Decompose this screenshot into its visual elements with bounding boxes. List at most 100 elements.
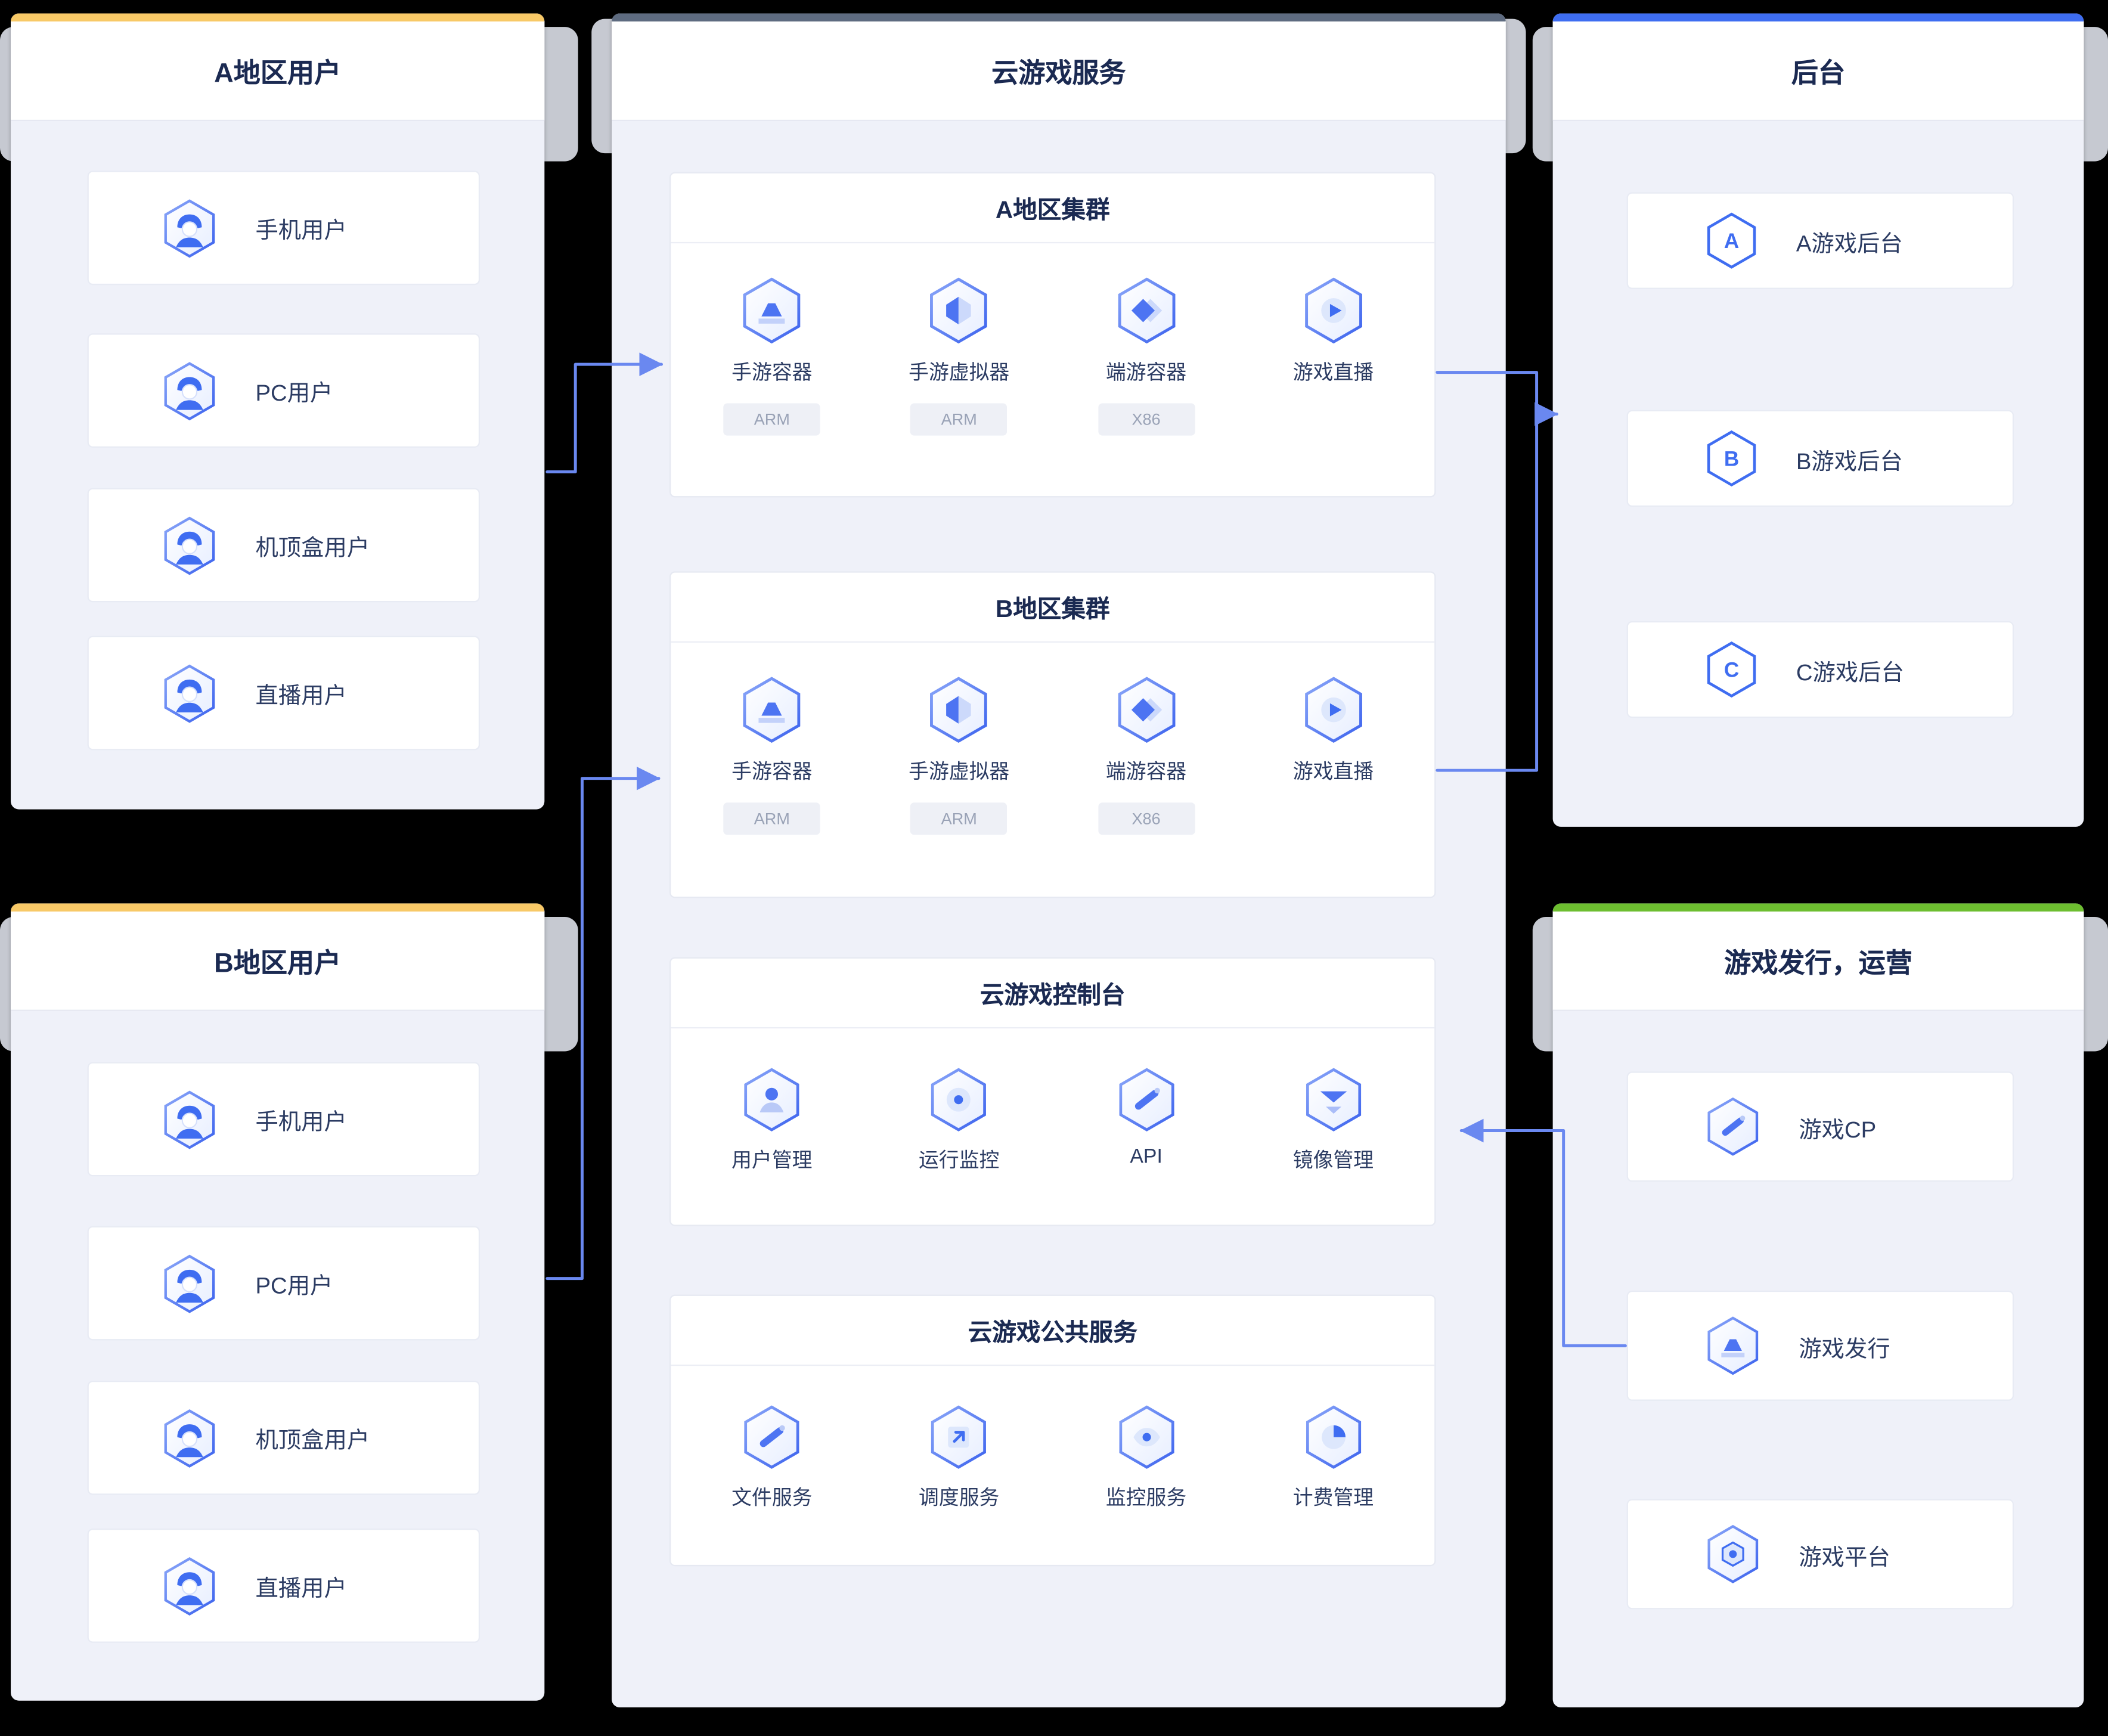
publishing-card-label: 游戏CP [1799, 1116, 1877, 1142]
public-service-item-label: 计费管理 [1292, 1487, 1374, 1510]
user-card-settop: 机顶盒用户 [87, 488, 480, 603]
game-live-icon [1298, 675, 1368, 745]
console-items: 用户管理 运行监控 API 镜像管理 [671, 1028, 1434, 1174]
console-item-label: API [1130, 1145, 1162, 1168]
user-card-label: 直播用户 [255, 1575, 347, 1601]
file-service-icon [738, 1403, 805, 1471]
run-monitor-icon [925, 1066, 993, 1133]
avatar-icon [159, 1089, 221, 1151]
user-card-label: 直播用户 [255, 683, 347, 709]
cluster-item: 手游虚拟器 ARM [873, 675, 1045, 835]
game-release-icon [1702, 1315, 1764, 1377]
console-item: API [1060, 1066, 1232, 1173]
arch-tag: ARM [910, 403, 1008, 436]
game-live-icon [1298, 275, 1368, 345]
backend-card-b: B B游戏后台 [1626, 410, 2014, 507]
user-management-icon [738, 1066, 805, 1133]
arch-tag: X86 [1098, 403, 1195, 436]
panel-backend-title: 后台 [1552, 13, 2084, 121]
backend-card-label: A游戏后台 [1796, 230, 1903, 256]
arch-tag: ARM [723, 802, 821, 835]
console-item-label: 用户管理 [731, 1149, 813, 1173]
letter-a-hex-icon: A [1702, 211, 1761, 270]
letter-c-hex-icon: C [1702, 640, 1761, 699]
publishing-card-cp: 游戏CP [1626, 1071, 2014, 1182]
user-card-label: PC用户 [255, 380, 333, 407]
cluster-item: 手游虚拟器 ARM [873, 275, 1045, 436]
avatar-icon [159, 1407, 221, 1469]
cluster-item: 端游容器 X86 [1060, 275, 1232, 436]
public-service-item: 调度服务 [873, 1403, 1045, 1511]
publishing-card-release: 游戏发行 [1626, 1290, 2014, 1401]
mobile-game-container-icon [737, 675, 807, 745]
user-card-live: 直播用户 [87, 636, 480, 751]
backend-card-label: B游戏后台 [1796, 448, 1903, 474]
cluster-item-label: 游戏直播 [1292, 361, 1374, 385]
panel-region-b-users: B地区用户 手机用户 PC用户 机顶盒用户 直播用户 [11, 903, 545, 1701]
publishing-card-platform: 游戏平台 [1626, 1499, 2014, 1610]
backend-card-c: C C游戏后台 [1626, 621, 2014, 718]
public-service-item: 监控服务 [1060, 1403, 1232, 1511]
public-service-item: 计费管理 [1247, 1403, 1419, 1511]
image-management-icon [1300, 1066, 1367, 1133]
cluster-b-items: 手游容器 ARM 手游虚拟器 ARM 端游容器 X86 游戏直播 [671, 643, 1434, 835]
panel-publishing: 游戏发行，运营 游戏CP 游戏发行 游戏平台 [1552, 903, 2084, 1707]
section-cluster-b: B地区集群 手游容器 ARM 手游虚拟器 ARM 端游容器 X86 [669, 571, 1436, 898]
panel-backend: 后台 A A游戏后台 B B游戏后台 C C游戏后台 [1552, 13, 2084, 827]
section-public-services-title: 云游戏公共服务 [671, 1296, 1435, 1366]
avatar-icon [159, 514, 221, 576]
avatar-icon [159, 197, 221, 259]
user-card-settop: 机顶盒用户 [87, 1380, 480, 1495]
cluster-item: 游戏直播 [1247, 275, 1419, 435]
public-service-item-label: 监控服务 [1105, 1487, 1187, 1510]
cluster-item-label: 手游虚拟器 [909, 361, 1010, 385]
user-card-mobile: 手机用户 [87, 1062, 480, 1177]
arch-tag: ARM [910, 802, 1008, 835]
pc-game-container-icon [1111, 275, 1181, 345]
section-console: 云游戏控制台 用户管理 运行监控 API 镜像管理 [669, 957, 1436, 1226]
panel-region-a-title: A地区用户 [11, 13, 545, 121]
backend-card-label: C游戏后台 [1796, 659, 1904, 685]
cluster-item: 端游容器 X86 [1060, 675, 1232, 835]
public-service-item-label: 调度服务 [919, 1487, 1000, 1510]
user-card-mobile: 手机用户 [87, 170, 480, 286]
pc-game-container-icon [1111, 675, 1181, 745]
cluster-item-label: 手游容器 [731, 761, 813, 784]
arch-tag: X86 [1098, 802, 1195, 835]
cluster-item: 手游容器 ARM [686, 675, 858, 835]
section-console-title: 云游戏控制台 [671, 959, 1435, 1029]
panel-cloud-service: 云游戏服务 A地区集群 手游容器 ARM 手游虚拟器 ARM 端游容器 X8 [612, 13, 1506, 1707]
svg-text:B: B [1724, 447, 1739, 470]
panel-cloud-service-title: 云游戏服务 [612, 13, 1506, 121]
cluster-item-label: 游戏直播 [1292, 761, 1374, 784]
cluster-item: 游戏直播 [1247, 675, 1419, 835]
section-cluster-a: A地区集群 手游容器 ARM 手游虚拟器 ARM 端游容器 X86 [669, 172, 1436, 498]
publishing-card-label: 游戏平台 [1799, 1543, 1890, 1570]
console-item-label: 运行监控 [919, 1149, 1000, 1173]
publishing-card-label: 游戏发行 [1799, 1335, 1890, 1362]
panel-publishing-title: 游戏发行，运营 [1552, 903, 2084, 1011]
panel-region-b-title: B地区用户 [11, 903, 545, 1011]
billing-management-icon [1300, 1403, 1367, 1471]
console-item: 镜像管理 [1247, 1066, 1419, 1173]
avatar-icon [159, 1555, 221, 1617]
svg-text:A: A [1724, 230, 1739, 253]
user-card-label: PC用户 [255, 1273, 333, 1299]
user-card-live: 直播用户 [87, 1529, 480, 1643]
section-cluster-b-title: B地区集群 [671, 573, 1435, 643]
cluster-a-items: 手游容器 ARM 手游虚拟器 ARM 端游容器 X86 游戏直播 [671, 243, 1434, 436]
user-card-pc: PC用户 [87, 1226, 480, 1341]
user-card-label: 机顶盒用户 [255, 1427, 370, 1453]
game-cp-icon [1702, 1096, 1764, 1158]
scheduling-service-icon [925, 1403, 993, 1471]
console-item-label: 镜像管理 [1292, 1149, 1374, 1173]
public-service-item: 文件服务 [686, 1403, 858, 1511]
backend-card-a: A A游戏后台 [1626, 192, 2014, 289]
mobile-game-container-icon [737, 275, 807, 345]
user-card-label: 手机用户 [255, 1109, 347, 1135]
public-service-items: 文件服务 调度服务 监控服务 计费管理 [671, 1366, 1434, 1511]
avatar-icon [159, 1253, 221, 1315]
section-public-services: 云游戏公共服务 文件服务 调度服务 监控服务 计费管理 [669, 1294, 1436, 1567]
cluster-item-label: 手游容器 [731, 361, 813, 385]
